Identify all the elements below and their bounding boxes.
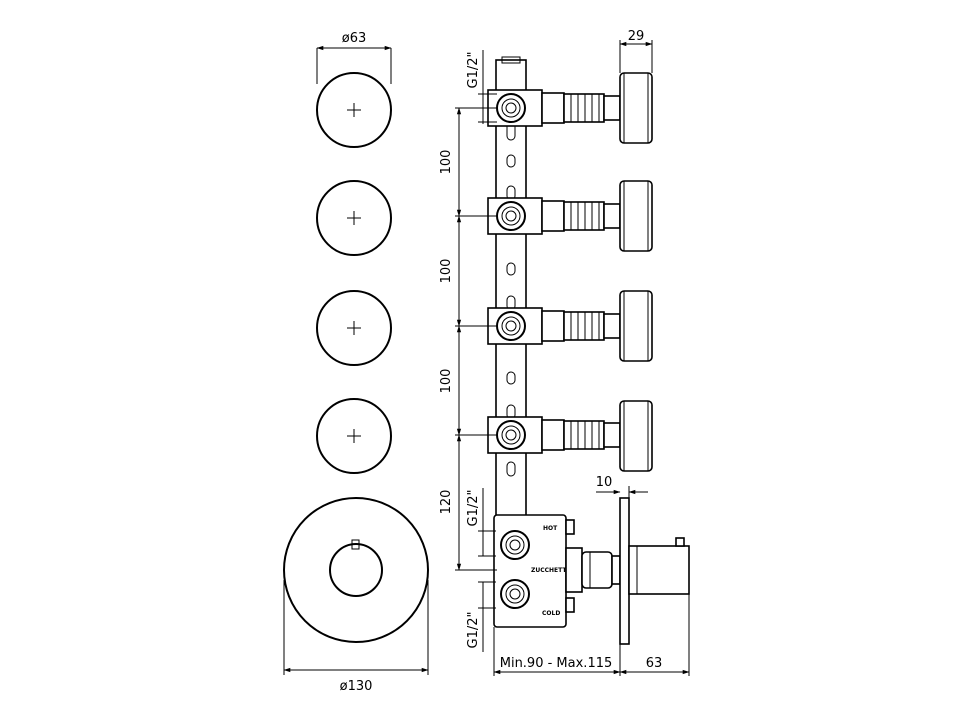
spacing-1-label: 100: [439, 150, 454, 175]
plate-thickness-label: 10: [596, 475, 613, 490]
thread-bottom-label: G1/2": [466, 612, 481, 649]
cold-label: COLD: [542, 610, 560, 617]
install-depth-label: Min.90 - Max.115: [500, 656, 613, 671]
knob-diameter-label: ø63: [342, 31, 367, 46]
hot-label: HOT: [543, 525, 558, 532]
knob-front-2: [316, 180, 392, 256]
plate-diameter-label: ø130: [340, 679, 373, 694]
brand-label: ZUCCHETTI: [531, 567, 569, 574]
side-view: HOT ZUCCHETTI COLD 29 10: [439, 29, 690, 676]
front-view: ø63 ø130: [283, 31, 429, 694]
thread-mid-label: G1/2": [466, 490, 481, 527]
knob-depth-label: 29: [628, 29, 645, 44]
spacing-3-label: 100: [439, 369, 454, 394]
knob-front-4: [316, 398, 392, 474]
spacing-4-label: 120: [439, 490, 454, 515]
valve-unit-1: [487, 72, 653, 144]
spacing-2-label: 100: [439, 259, 454, 284]
knob-front-1: [316, 72, 392, 148]
knob-front-3: [316, 290, 392, 366]
handle-depth-label: 63: [646, 656, 663, 671]
valve-unit-4: [487, 400, 653, 472]
thermostatic-body: HOT ZUCCHETTI COLD: [493, 497, 690, 645]
valve-unit-3: [487, 290, 653, 362]
thread-top-label: G1/2": [466, 52, 481, 89]
plate-front: [283, 497, 429, 643]
